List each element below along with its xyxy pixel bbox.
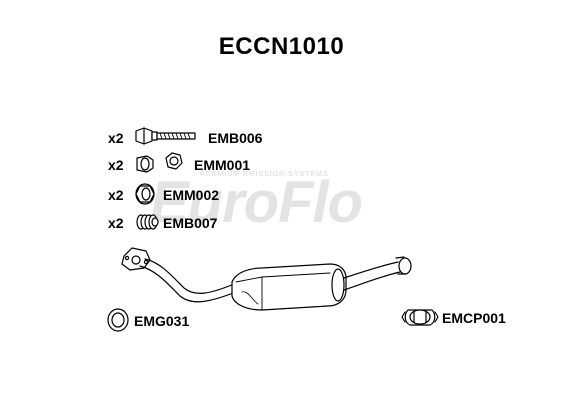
watermark-logo-text: EuroFlo — [150, 170, 362, 235]
spring-icon — [136, 214, 159, 230]
part-code-emb006: EMB006 — [208, 130, 263, 146]
flange-nut-icon — [135, 183, 155, 205]
part-code-emcp001: EMCP001 — [442, 310, 506, 326]
part-code-emm001: EMM001 — [194, 157, 251, 173]
qty-label-emb006: x2 — [108, 130, 124, 146]
catalytic-converter-icon — [121, 247, 412, 311]
nut-icon — [136, 152, 183, 173]
diagram-title: ECCN1010 — [218, 33, 345, 60]
watermark-tagline: PREMIUM EMISSION SYSTEMS — [200, 171, 329, 178]
part-code-emg031: EMG031 — [134, 313, 190, 329]
gasket-ring-icon — [107, 308, 129, 332]
pipe-clamp-icon — [401, 309, 439, 326]
qty-label-emm002: x2 — [108, 187, 124, 203]
part-code-emm002: EMM002 — [163, 187, 220, 203]
bolt-icon — [135, 127, 196, 145]
qty-label-emm001: x2 — [108, 157, 124, 173]
qty-label-emb007: x2 — [108, 215, 124, 231]
part-code-emb007: EMB007 — [163, 215, 218, 231]
